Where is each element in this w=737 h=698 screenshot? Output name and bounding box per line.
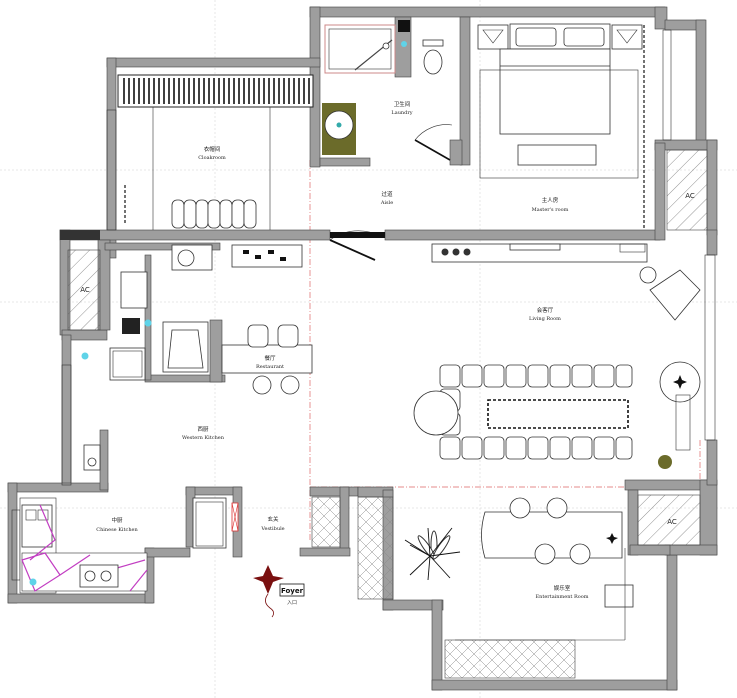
foyer-marker (253, 565, 305, 618)
label-cloakroom-cn: 衣帽间 (204, 145, 221, 153)
vestibule-fixtures (192, 497, 239, 549)
master-furniture (124, 23, 645, 230)
ac-units (60, 149, 708, 546)
entertainment-furniture (311, 496, 634, 679)
label-restaurant-cn: 餐厅 (264, 354, 276, 362)
walls (7, 6, 718, 691)
label-living-cn: 会客厅 (537, 306, 554, 314)
label-ac-bottom: AC (667, 518, 677, 526)
windows (11, 29, 716, 581)
label-vestibule-en: Vestibule (260, 526, 284, 532)
chinese-kitchen-fixtures (19, 497, 148, 594)
living-furniture (413, 243, 701, 469)
label-western-cn: 西厨 (197, 426, 209, 433)
label-foyer-sub: 入口 (287, 600, 297, 606)
label-chinese-cn: 中厨 (111, 516, 123, 524)
label-western-en: Western Kitchen (182, 435, 225, 441)
label-master-cn: 主人房 (542, 196, 559, 204)
label-laundry-cn: 卫生间 (394, 100, 411, 108)
label-entertainment-en: Entertainment Room (535, 594, 588, 600)
label-chinese-en: Chinese Kitchen (96, 527, 138, 533)
label-aisle-cn: 过道 (381, 190, 393, 198)
label-vestibule-cn: 玄关 (267, 515, 279, 523)
label-ac-right: AC (685, 192, 695, 200)
label-master-en: Master's room (532, 207, 569, 213)
cloakroom-furniture (117, 74, 314, 230)
label-cloakroom-en: Cloakroom (198, 155, 226, 161)
label-foyer: Foyer (281, 587, 304, 595)
kitchen-furniture (81, 244, 313, 471)
aisle-door (329, 230, 385, 261)
label-ac-left: AC (80, 286, 90, 294)
room-labels: 衣帽间 Cloakroom 卫生间 Laundry 主人房 Master's r… (80, 100, 695, 606)
label-aisle-en: Aisle (380, 200, 393, 206)
laundry-fixtures (322, 20, 453, 161)
label-living-en: Living Room (529, 316, 561, 322)
label-entertainment-cn: 娱乐室 (554, 584, 571, 592)
label-laundry-en: Laundry (391, 110, 412, 116)
label-restaurant-en: Restaurant (256, 364, 284, 370)
